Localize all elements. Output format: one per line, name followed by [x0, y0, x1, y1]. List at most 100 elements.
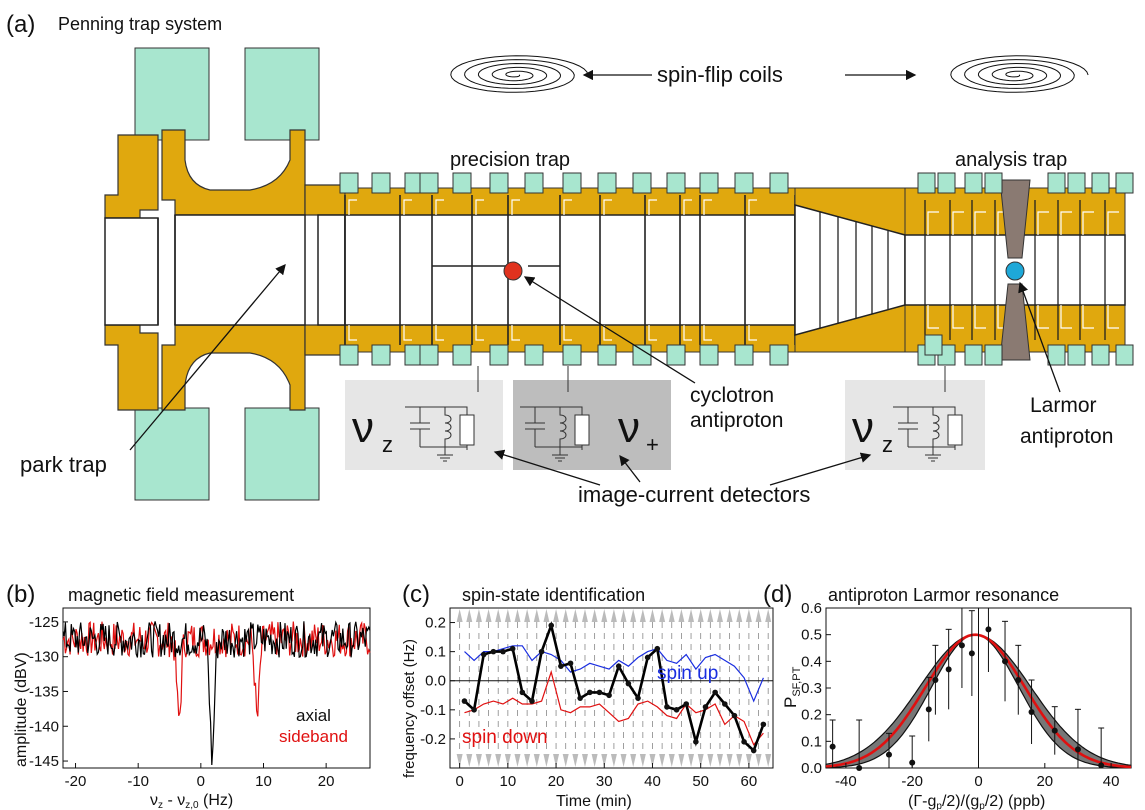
- electrode-edge: [563, 199, 572, 215]
- panel-d-label: (d): [763, 581, 792, 608]
- electrode-edge: [703, 325, 712, 341]
- insulator-block: [964, 172, 983, 194]
- insulator-block: [371, 344, 391, 366]
- chart-c-point: [577, 695, 583, 701]
- cyclotron-antiproton-particle: [503, 261, 523, 281]
- electrode-edge: [603, 199, 612, 215]
- chart-d-point: [829, 743, 836, 750]
- chart-d-ytick-label: 0.1: [801, 733, 822, 750]
- chart-c-point: [548, 622, 555, 629]
- chart-c-ylabel: frequency offset (Hz): [401, 639, 418, 778]
- electrode-edge: [952, 211, 964, 235]
- insulator-block: [984, 172, 1003, 194]
- park-trap-bore: [104, 214, 346, 326]
- chart-c-xtick-label: 10: [500, 773, 517, 790]
- chart-c-frame: [449, 607, 774, 769]
- electrode-edge: [1037, 305, 1049, 329]
- insulator-block: [924, 334, 943, 356]
- chart-d-ytick-label: 0.2: [801, 707, 822, 724]
- electrode-edge: [563, 325, 572, 341]
- electrode-edge: [403, 199, 412, 215]
- chart-d-ytick-label: 0.4: [801, 653, 822, 670]
- chart-d-point: [925, 706, 932, 713]
- chart-d-xtick-label: -40: [835, 773, 857, 790]
- coil-spiral: [450, 55, 589, 93]
- chart-c-xtick-label: 50: [692, 773, 709, 790]
- detector-1-sub: z: [382, 432, 393, 457]
- chart-d-xtick-label: -20: [901, 773, 923, 790]
- chart-d-ytick-label: 0.5: [801, 627, 822, 644]
- chart-d-ytick-label: 0.0: [801, 760, 822, 777]
- insulator-block: [597, 344, 617, 366]
- chart-b-xlabel: νz - νz,0 (Hz): [150, 792, 233, 810]
- insulator-block: [339, 172, 359, 194]
- chart-c-point: [606, 692, 612, 699]
- chart-c-point: [529, 698, 535, 704]
- insulator-block: [699, 172, 719, 194]
- chart-d-point: [985, 626, 992, 633]
- chart-d-point: [1015, 677, 1022, 683]
- insulator-block: [597, 172, 617, 194]
- chart-b-xtick-label: -20: [65, 773, 87, 790]
- electrode-edge: [1107, 211, 1119, 235]
- insulator-block: [489, 344, 509, 366]
- insulator-block: [562, 172, 582, 194]
- electrode-edge: [927, 211, 939, 235]
- ferromagnetic-ring-upper: [999, 179, 1031, 259]
- chart-c-xtick-label: 60: [741, 773, 758, 790]
- detector-1-symbol: ν: [352, 403, 374, 452]
- chart-b-xtick-label: 0: [197, 773, 205, 790]
- chart-b-ytick-label: -130: [29, 649, 59, 666]
- chart-d-point: [1098, 762, 1105, 769]
- chart-c-point: [731, 712, 738, 719]
- chart-d-ytick-label: 0.6: [801, 600, 822, 617]
- chart-c-point: [721, 701, 728, 707]
- chart-b-ytick-label: -145: [29, 753, 59, 770]
- chart-d-point: [856, 765, 863, 771]
- spin-flip-coils: [450, 55, 1089, 93]
- legend-c-spin-down: spin down: [462, 727, 548, 748]
- electrode-edge: [1082, 211, 1094, 235]
- chart-d-point: [1051, 727, 1058, 734]
- chart-d-ytick-label: 0.3: [801, 680, 822, 697]
- chart-d-xlabel: (Γ-gp/2)/(gp/2) (ppb): [908, 793, 1045, 810]
- detector-2: ν +: [513, 380, 671, 470]
- chart-c-point: [471, 707, 477, 713]
- detector-3-sub: z: [882, 432, 893, 457]
- analysis-trap-label: analysis trap: [955, 149, 1067, 171]
- detector-3: ν z: [845, 380, 985, 470]
- chart-d-title: antiproton Larmor resonance: [828, 585, 1059, 605]
- insulator-block: [489, 172, 509, 194]
- cyclotron-label-1: cyclotron: [690, 384, 774, 407]
- insulator-block: [452, 172, 472, 194]
- electrode-edge: [974, 305, 986, 329]
- park-trap-electrodes: [104, 129, 346, 411]
- chart-d-point: [945, 666, 952, 673]
- chart-d-point: [1002, 658, 1009, 665]
- electrode-edge: [927, 305, 939, 329]
- chart-c-point: [673, 707, 680, 713]
- spin-flip-coils-label: spin-flip coils: [657, 62, 783, 87]
- coil-spiral: [950, 55, 1089, 93]
- electrode-edge: [648, 199, 657, 215]
- chart-d-point: [1028, 709, 1035, 715]
- chart-c-xtick-label: 30: [596, 773, 613, 790]
- detector-1: ν z: [345, 380, 503, 470]
- chart-b-ytick-label: -140: [29, 718, 59, 735]
- electrode-edge: [1060, 211, 1072, 235]
- detector-2-sub: +: [646, 432, 659, 457]
- larmor-label-1: Larmor: [1030, 394, 1097, 417]
- electrode-edge: [403, 325, 412, 341]
- insulator-block: [769, 172, 789, 194]
- insulator-block: [562, 344, 582, 366]
- chart-b-xtick-label: 10: [255, 773, 272, 790]
- insulator-block: [984, 344, 1003, 366]
- chart-d-xtick-label: 0: [974, 773, 982, 790]
- electrode-edge: [952, 305, 964, 329]
- svg-text:PSF,PT: PSF,PT: [781, 666, 803, 708]
- chart-c-point: [702, 704, 709, 710]
- svg-text:νz - νz,0 (Hz): νz - νz,0 (Hz): [150, 792, 233, 810]
